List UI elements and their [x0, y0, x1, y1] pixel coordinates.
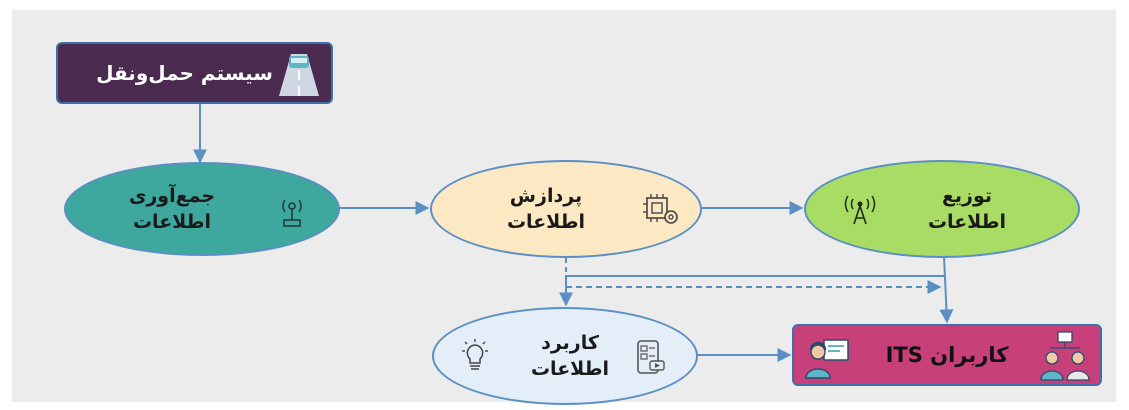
node-distribute-line1: توزیع	[941, 185, 993, 207]
node-collect-information: جمع‌آوری اطلاعات	[64, 162, 340, 256]
node-collect-label: جمع‌آوری اطلاعات	[129, 183, 215, 235]
road-car-icon	[279, 54, 319, 96]
arrow-distribute-to-users	[939, 255, 954, 324]
node-distribute-information: توزیع اطلاعات	[804, 160, 1080, 258]
arrow-distribute-to-apply	[559, 275, 944, 307]
broadcast-tower-icon	[844, 195, 876, 225]
node-apply-line1: کاربرد	[541, 332, 599, 354]
node-transport-system: سیستم حمل‌ونقل	[56, 42, 333, 104]
sensor-antenna-icon	[282, 199, 302, 227]
lightbulb-icon	[462, 339, 488, 370]
node-process-label: پردازش اطلاعات	[507, 183, 585, 235]
node-distribute-line2: اطلاعات	[927, 211, 1007, 233]
node-apply-line2: اطلاعات	[530, 358, 610, 380]
node-collect-line1: جمع‌آوری	[128, 185, 216, 207]
node-apply-label: کاربرد اطلاعات	[531, 330, 609, 382]
smartphone-app-icon	[637, 340, 665, 374]
node-process-information: پردازش اطلاعات	[430, 160, 702, 258]
node-collect-line2: اطلاعات	[132, 211, 212, 233]
node-users-label: کاربران ITS	[885, 343, 1009, 367]
node-process-line2: اطلاعات	[506, 211, 586, 233]
node-transport-label: سیستم حمل‌ونقل	[96, 61, 273, 85]
node-apply-information: کاربرد اطلاعات	[432, 307, 698, 405]
node-its-users: کاربران ITS	[792, 324, 1102, 386]
people-group-icon	[1040, 331, 1090, 381]
node-distribute-label: توزیع اطلاعات	[928, 183, 1006, 235]
operator-dashboard-icon	[805, 339, 849, 379]
node-process-line1: پردازش	[509, 185, 583, 207]
cpu-gear-icon	[643, 194, 678, 224]
